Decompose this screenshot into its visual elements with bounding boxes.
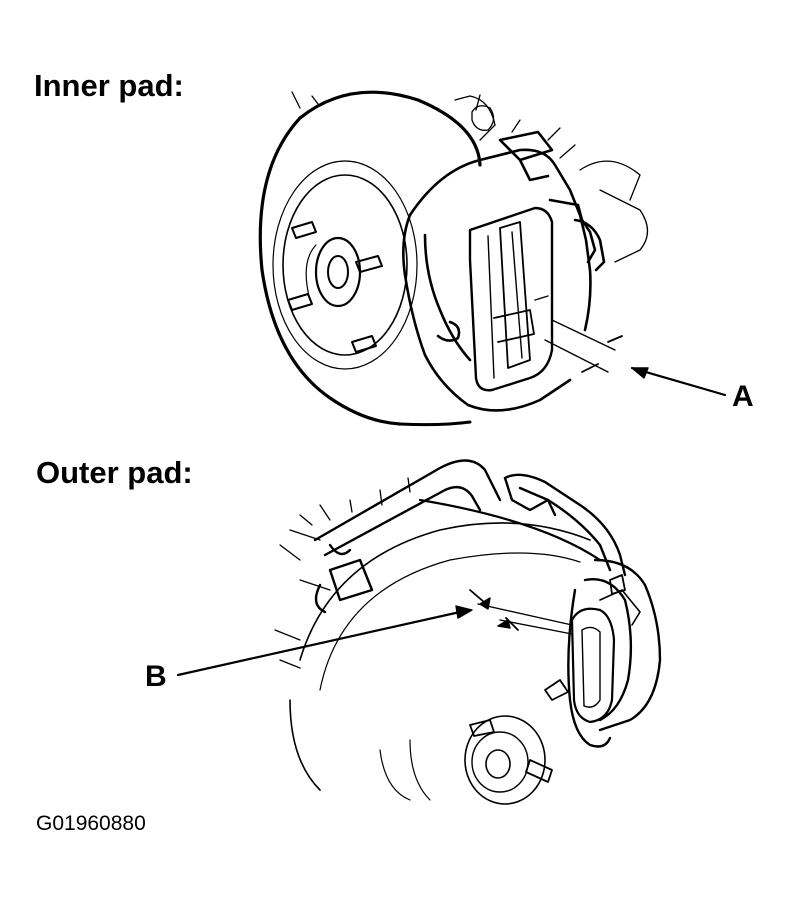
outer-strut — [315, 460, 500, 612]
inner-pad-title: Inner pad: — [34, 68, 184, 103]
callout-label-b: B — [145, 660, 167, 693]
inner-caliper — [403, 132, 604, 410]
inner-background-lines — [292, 92, 648, 262]
callout-label-a: A — [732, 380, 754, 413]
leader-line-b — [178, 606, 472, 675]
inner-lug-studs — [288, 222, 382, 352]
inner-measurement-a — [545, 320, 622, 372]
outer-caliper — [505, 475, 660, 747]
outer-rotor — [290, 500, 600, 804]
outer-pad-title: Outer pad: — [36, 455, 193, 490]
inner-brake-assembly — [260, 92, 725, 425]
outer-measurement-b — [470, 590, 572, 634]
outer-background-lines — [275, 478, 410, 668]
figure-id: G01960880 — [36, 812, 146, 835]
leader-line-a — [632, 368, 725, 395]
outer-brake-pad — [572, 590, 640, 722]
outer-brake-assembly — [178, 460, 660, 804]
inner-rotor — [260, 92, 480, 424]
inner-brake-pad — [470, 208, 552, 390]
